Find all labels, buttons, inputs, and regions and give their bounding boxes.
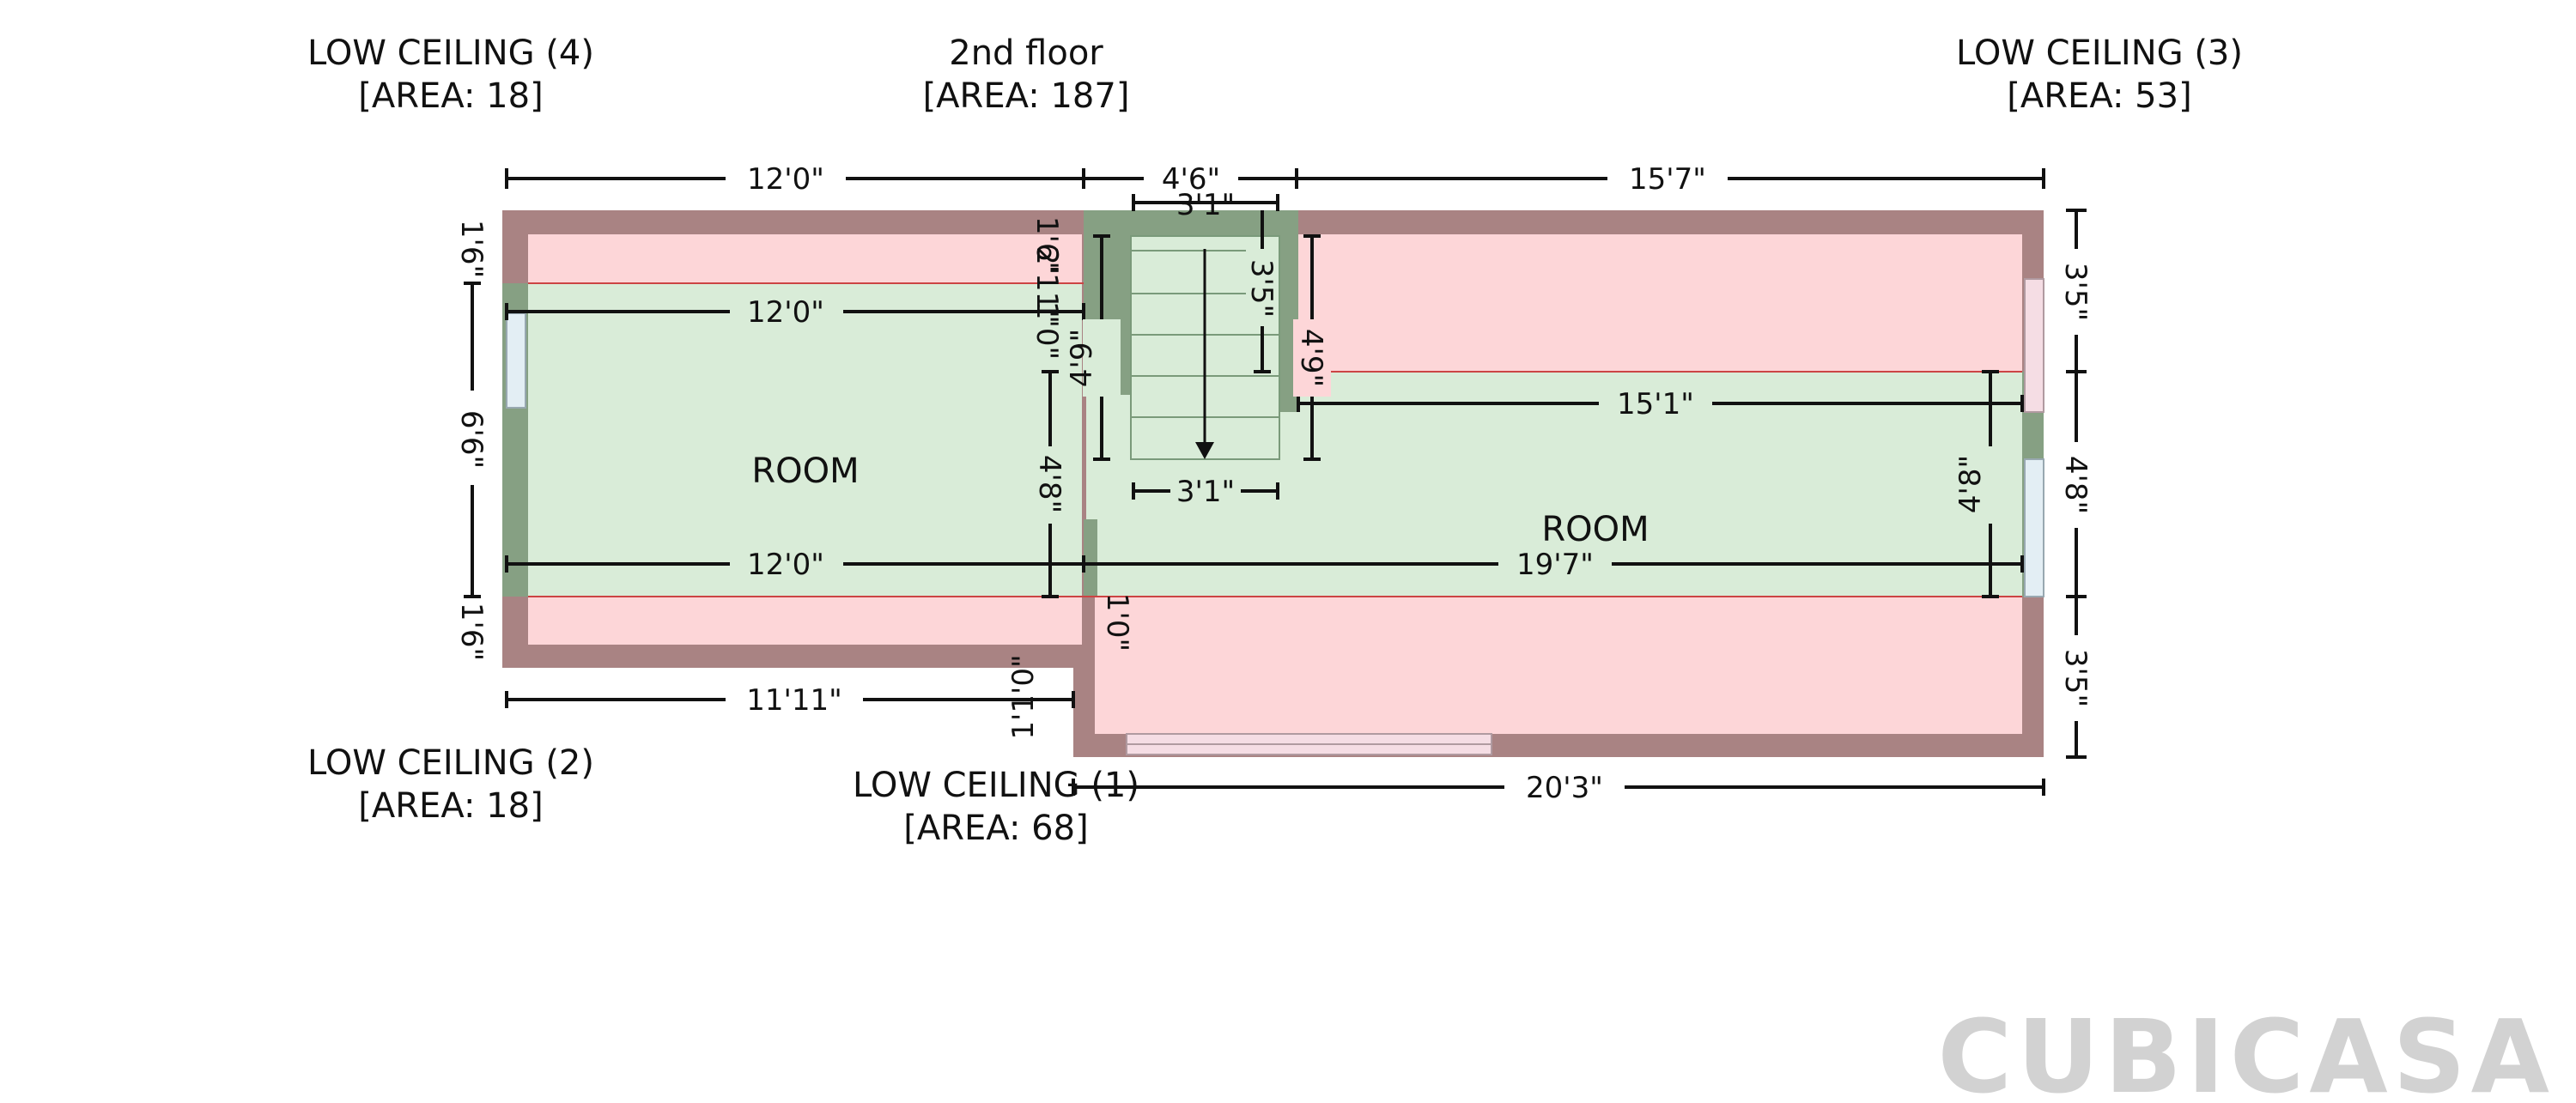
window-right-top bbox=[2024, 278, 2044, 413]
dimension-labels: 12'0" 4'6" 15'7" 3'1" 3'1" 12'0" 12'0" 1… bbox=[454, 162, 2093, 805]
dim-right-side-bottom: 3'5" bbox=[2058, 649, 2093, 707]
dim-bg bbox=[1498, 546, 1612, 582]
dim-left-side-bottom: 1'6" bbox=[454, 603, 489, 661]
dim-bg bbox=[1083, 319, 1121, 397]
dim-bg bbox=[1504, 768, 1625, 806]
dim-top-left: 12'0" bbox=[747, 162, 824, 197]
dim-bg bbox=[1031, 446, 1069, 524]
zone-lines bbox=[528, 282, 2022, 597]
dim-bg bbox=[1293, 319, 1331, 397]
dim-bottom-left: 11'11" bbox=[746, 683, 842, 718]
cubicasa-watermark-logo: CUBICASA bbox=[1938, 997, 2555, 1103]
dim-right-room-width: 15'1" bbox=[1617, 387, 1694, 421]
dim-bg bbox=[447, 391, 498, 485]
dim-right-side-mid: 4'8" bbox=[2058, 456, 2093, 514]
dim-left-upper: 12'0" bbox=[747, 295, 824, 330]
room-right-label: ROOM bbox=[1541, 510, 1649, 549]
dim-notch-a: 1'0" bbox=[1100, 593, 1134, 651]
low-ceiling-4-title: LOW CEILING (4) bbox=[307, 33, 594, 73]
dim-bg bbox=[726, 160, 846, 197]
floor-area: [AREA: 187] bbox=[923, 76, 1130, 116]
window-right-bottom bbox=[2024, 458, 2044, 597]
zone-labels: LOW CEILING (4) [AREA: 18] 2nd floor [AR… bbox=[307, 33, 2243, 848]
dim-bg bbox=[1599, 385, 1712, 421]
mid-wall-stub bbox=[1084, 519, 1097, 597]
dim-bottom-right: 20'3" bbox=[1526, 771, 1603, 805]
low-ceiling-zones bbox=[528, 234, 2022, 734]
low-ceiling-3-title: LOW CEILING (3) bbox=[1956, 33, 2243, 73]
low-ceiling-1-title: LOW CEILING (1) bbox=[853, 766, 1139, 805]
floor-title: 2nd floor bbox=[949, 33, 1103, 73]
room-left-label: ROOM bbox=[751, 452, 859, 491]
stair-arrow-head bbox=[1195, 442, 1214, 459]
dim-left-side-top: 1'6" bbox=[454, 220, 489, 278]
dim-top-right: 15'7" bbox=[1629, 162, 1706, 197]
low-ceiling-4-area: [AREA: 18] bbox=[358, 76, 543, 116]
dimension-label-backgrounds-pink bbox=[1293, 319, 1331, 397]
room-labels: ROOM ROOM bbox=[751, 452, 1649, 549]
dimension-label-backgrounds bbox=[447, 160, 2102, 806]
dim-left-side-mid: 6'6" bbox=[454, 410, 489, 469]
dim-right-side-top: 3'5" bbox=[2058, 263, 2093, 321]
dim-notch-b: 1'1'0" bbox=[1006, 654, 1041, 739]
dim-bg bbox=[1144, 160, 1238, 197]
dim-bg bbox=[1971, 446, 2009, 524]
dim-left-lower: 12'0" bbox=[747, 548, 824, 582]
dim-bg bbox=[730, 294, 843, 330]
dim-stair-right-height: 4'9" bbox=[1294, 329, 1328, 387]
dim-small-b: 2'11" bbox=[1030, 246, 1064, 324]
dim-bg bbox=[1607, 160, 1728, 197]
low-ceiling-2-area: [AREA: 18] bbox=[358, 786, 543, 826]
window-left bbox=[506, 312, 526, 409]
dim-mid-height: 4'8" bbox=[1032, 455, 1066, 513]
low-ceiling-3-zone bbox=[1298, 234, 2022, 372]
low-ceiling-2-zone bbox=[528, 597, 1082, 645]
dim-top-mid: 4'6" bbox=[1162, 162, 1220, 197]
low-ceiling-4-zone bbox=[528, 234, 1082, 283]
low-ceiling-3-area: [AREA: 53] bbox=[2007, 76, 2191, 116]
windows bbox=[506, 278, 2044, 755]
dim-stair-left-height: 4'9" bbox=[1065, 329, 1099, 387]
low-ceiling-1-zone bbox=[1095, 597, 2022, 734]
dim-bg bbox=[2050, 442, 2102, 528]
dim-small-a: 1'6" bbox=[1030, 216, 1064, 275]
low-ceiling-2-title: LOW CEILING (2) bbox=[307, 743, 594, 783]
dim-stair-top: 3'1" bbox=[1176, 188, 1235, 222]
dim-bg bbox=[726, 681, 863, 718]
dim-right-inner-height: 4'8" bbox=[1953, 455, 1988, 513]
left-room-area bbox=[528, 283, 1082, 597]
dim-bg bbox=[2050, 635, 2102, 721]
dim-right-room-lower: 19'7" bbox=[1516, 548, 1594, 582]
dim-bg bbox=[730, 546, 843, 582]
dim-bg bbox=[2050, 249, 2102, 335]
dim-stair-bottom: 3'1" bbox=[1176, 475, 1235, 509]
dim-bg bbox=[1170, 473, 1241, 509]
low-ceiling-1-area: [AREA: 68] bbox=[903, 809, 1088, 848]
dim-stair-side: 3'5" bbox=[1244, 259, 1279, 318]
dimension-label-backgrounds-inner bbox=[730, 249, 2009, 582]
dim-small-c: 1'0" bbox=[1030, 301, 1064, 360]
dim-bg bbox=[1246, 249, 1279, 326]
